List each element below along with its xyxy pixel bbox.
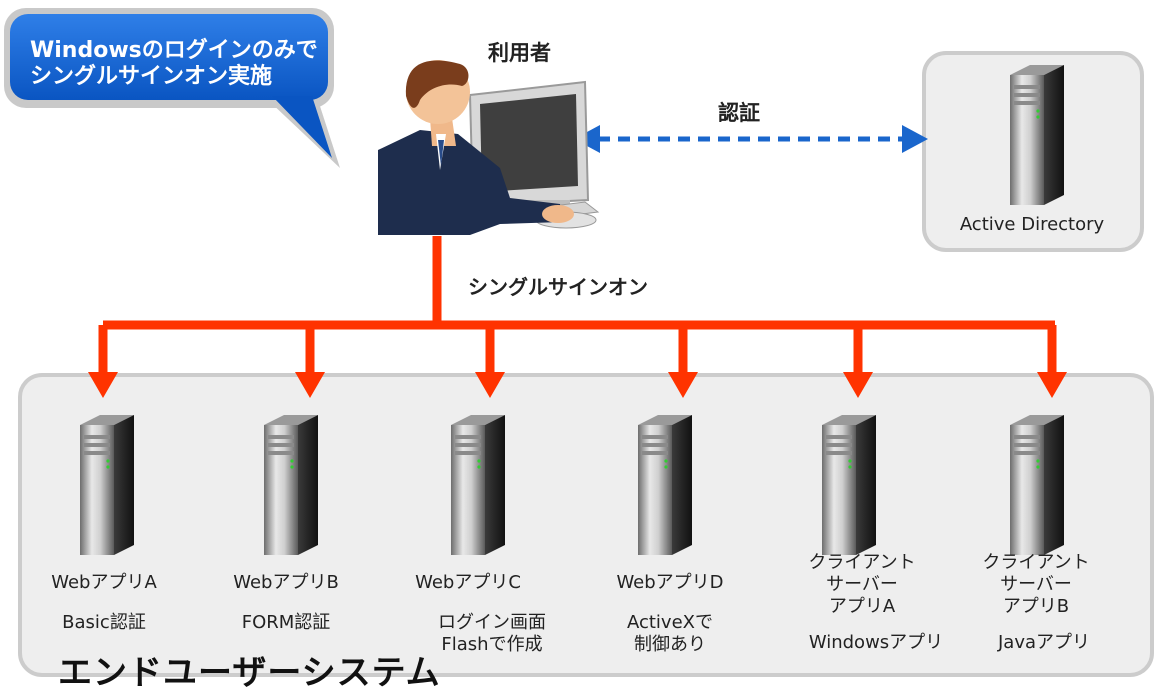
app-name-4: WebアプリD — [616, 572, 724, 593]
system-title: エンドユーザーシステム — [58, 653, 441, 693]
arrowhead-app-3 — [475, 372, 505, 398]
app-desc-1: Basic認証 — [62, 612, 146, 633]
app-server-icon-1 — [80, 415, 134, 555]
auth-arrow — [574, 125, 928, 153]
arrowhead-app-6 — [1037, 372, 1067, 398]
active-directory-label: Active Directory — [959, 214, 1105, 235]
app-name-6: クライアント サーバー アプリB — [982, 552, 1090, 617]
app-server-icon-6 — [1010, 415, 1064, 555]
app-desc-3: ログイン画面 Flashで作成 — [438, 612, 546, 655]
app-server-icon-4 — [638, 415, 692, 555]
app-desc-4: ActiveXで 制御あり — [626, 612, 713, 655]
arrowhead-app-1 — [88, 372, 118, 398]
app-desc-6: Javaアプリ — [997, 632, 1091, 653]
speech-bubble-text: Windowsのログインのみで シングルサインオン実施 — [30, 38, 318, 89]
app-server-icon-5 — [822, 415, 876, 555]
app-name-2: WebアプリB — [233, 572, 339, 593]
active-directory-server-icon — [1010, 65, 1064, 205]
app-desc-5: Windowsアプリ — [808, 632, 944, 653]
speech-bubble — [4, 8, 340, 168]
user-label: 利用者 — [488, 41, 551, 65]
sso-label: シングルサインオン — [468, 275, 648, 299]
arrowhead-app-4 — [668, 372, 698, 398]
auth-label: 認証 — [718, 101, 760, 125]
app-name-1: WebアプリA — [51, 572, 157, 593]
arrowhead-app-5 — [843, 372, 873, 398]
app-server-icon-3 — [451, 415, 505, 555]
app-server-icon-2 — [264, 415, 318, 555]
user-at-computer-illustration — [378, 60, 600, 235]
end-user-system-panel — [18, 373, 1154, 677]
app-name-5: クライアント サーバー アプリA — [808, 552, 916, 617]
sso-distribution-arrows — [88, 236, 1067, 398]
app-desc-2: FORM認証 — [241, 612, 331, 633]
app-name-3: WebアプリC — [415, 572, 521, 593]
arrowhead-app-2 — [295, 372, 325, 398]
